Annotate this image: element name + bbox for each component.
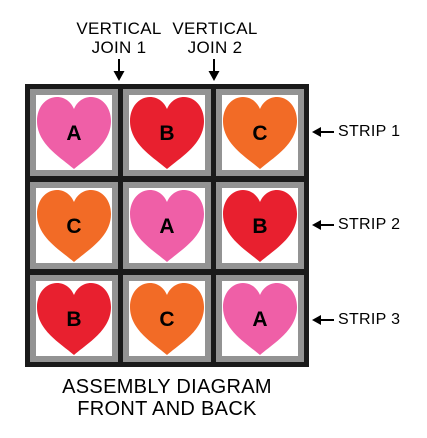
heart-shape	[130, 283, 204, 355]
heart-shape	[130, 190, 204, 262]
block-r1-c1: A	[30, 89, 118, 176]
diagram-caption-line1: ASSEMBLY DIAGRAM	[62, 376, 272, 398]
block-r3-c1: B	[30, 275, 118, 362]
vertical-join-1-label-line2: JOIN 1	[91, 38, 147, 57]
block-letter: A	[66, 122, 82, 145]
left-arrow-icon	[312, 220, 334, 230]
block-letter: C	[252, 122, 268, 145]
heart-icon	[37, 190, 111, 262]
heart-icon	[130, 283, 204, 355]
heart-shape	[37, 190, 111, 262]
block-r2-c3: B	[216, 182, 304, 269]
heart-shape	[130, 97, 204, 169]
vertical-join-2-label-line1: VERTICAL	[172, 19, 258, 38]
strip-1-label: STRIP 1	[312, 122, 400, 142]
strip-2-label: STRIP 2	[312, 215, 400, 235]
block-r1-c3: C	[216, 89, 304, 176]
left-arrow-icon	[312, 127, 334, 137]
block-r3-c3: A	[216, 275, 304, 362]
block-r1-c2: B	[123, 89, 211, 176]
heart-shape	[37, 97, 111, 169]
heart-shape	[223, 97, 297, 169]
heart-icon	[37, 283, 111, 355]
strip-3-label: STRIP 3	[312, 310, 400, 330]
diagram-caption: ASSEMBLY DIAGRAM FRONT AND BACK	[0, 376, 334, 420]
heart-shape	[223, 190, 297, 262]
block-letter: C	[159, 308, 175, 331]
diagram-caption-line2: FRONT AND BACK	[77, 398, 257, 420]
strip-3-text: STRIP 3	[338, 311, 401, 328]
block-letter: B	[66, 308, 82, 331]
vertical-join-1-label: VERTICAL JOIN 1	[64, 19, 174, 57]
heart-shape	[37, 283, 111, 355]
vertical-join-2-label-line2: JOIN 2	[187, 38, 243, 57]
block-letter: A	[252, 308, 268, 331]
vertical-join-2-label: VERTICAL JOIN 2	[160, 19, 270, 57]
heart-icon	[223, 283, 297, 355]
block-letter: B	[159, 122, 175, 145]
strip-1-text: STRIP 1	[338, 123, 401, 140]
vertical-join-1-label-line1: VERTICAL	[76, 19, 162, 38]
vertical-join-1-arrow-icon	[113, 59, 125, 81]
vertical-join-2-arrow-icon	[208, 59, 220, 81]
strip-2-text: STRIP 2	[338, 216, 401, 233]
left-arrow-icon	[312, 315, 334, 325]
heart-icon	[37, 97, 111, 169]
heart-icon	[223, 190, 297, 262]
heart-shape	[223, 283, 297, 355]
block-letter: C	[66, 215, 82, 238]
heart-icon	[130, 97, 204, 169]
block-r3-c2: C	[123, 275, 211, 362]
heart-icon	[223, 97, 297, 169]
heart-icon	[130, 190, 204, 262]
block-r2-c2: A	[123, 182, 211, 269]
assembly-grid: A B C C A B	[25, 84, 309, 367]
block-letter: B	[252, 215, 268, 238]
block-r2-c1: C	[30, 182, 118, 269]
block-letter: A	[159, 215, 175, 238]
